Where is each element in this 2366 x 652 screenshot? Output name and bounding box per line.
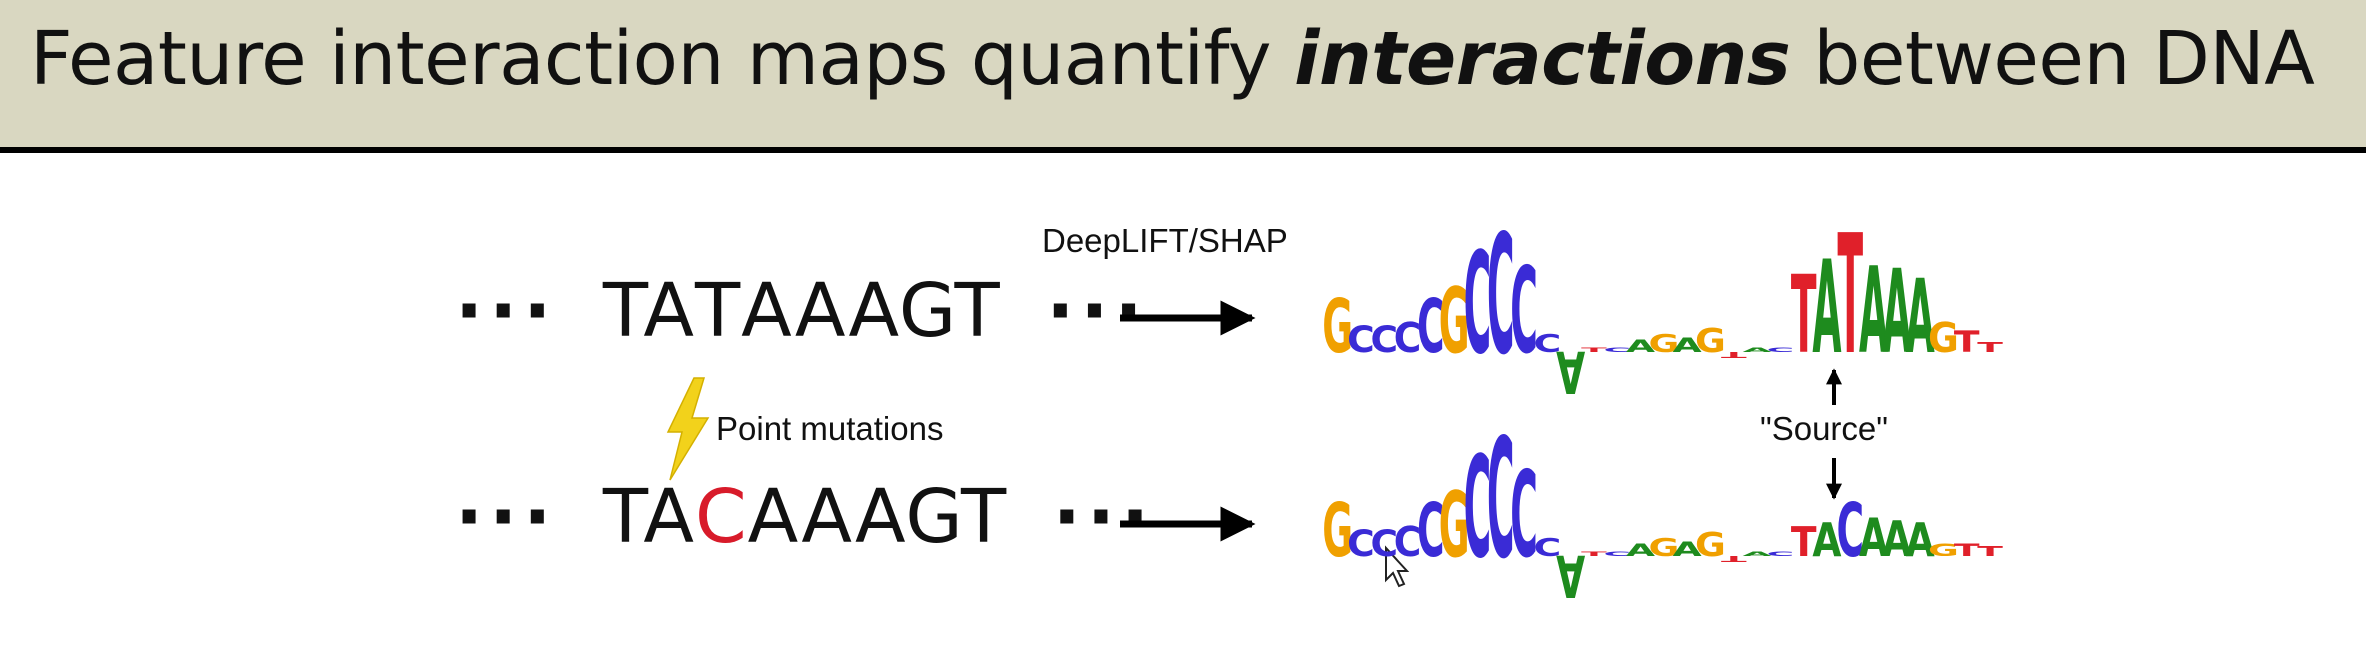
- logo-letter-T: T: [1837, 200, 1863, 392]
- logo-letter-T: T: [1791, 518, 1817, 566]
- method-label: DeepLIFT/SHAP: [1042, 222, 1288, 259]
- logo-letter-C: C: [1510, 447, 1538, 584]
- mutant-sequence: TACAAAGT: [603, 474, 1007, 560]
- logo-letter-C: C: [1417, 284, 1445, 370]
- logo-letter-C: C: [1370, 319, 1398, 361]
- logo-letter-C: C: [1534, 534, 1562, 562]
- sequence-start: TA: [602, 474, 695, 560]
- logo-letter-A: A: [1882, 511, 1911, 568]
- logo-letter-A: A: [1812, 513, 1842, 567]
- logo-letter-T: T: [1581, 550, 1607, 558]
- logo-letter-A: A: [1673, 538, 1703, 561]
- logo-letter-C: C: [1394, 314, 1422, 362]
- logo-letter-G: G: [1439, 474, 1470, 578]
- logo-letter-C: C: [1767, 550, 1795, 558]
- leading-ellipsis: ···: [455, 474, 558, 560]
- logo-letter-T: T: [1954, 325, 1980, 359]
- point-mutations-label: Point mutations: [716, 410, 944, 447]
- logo-letter-T: T: [1791, 253, 1817, 377]
- logo-letter-C: C: [1464, 428, 1492, 591]
- logo-letter-C: C: [1487, 200, 1515, 392]
- logo-letter-G: G: [1695, 526, 1726, 564]
- trailing-ellipsis: ···: [1046, 268, 1149, 354]
- logo-letter-A: A: [1626, 337, 1656, 356]
- logo-letter-C: C: [1464, 224, 1492, 387]
- logo-letter-C: C: [1394, 518, 1422, 566]
- logo-letter-C: C: [1836, 488, 1864, 574]
- logo-letter-C: C: [1603, 346, 1631, 354]
- title-text-start: Feature interaction maps quantify: [30, 16, 1295, 102]
- logo-letter-C: C: [1370, 523, 1398, 565]
- logo-letter-C: C: [1767, 346, 1795, 354]
- logo-letter-A: A: [1906, 259, 1935, 377]
- mouse-cursor-icon: [1385, 545, 1410, 588]
- logo-letter-G: G: [1695, 322, 1726, 360]
- sequence-end: AAAGT: [741, 268, 1001, 354]
- logo-letter-A: A: [1626, 541, 1656, 560]
- logo-letter-C: C: [1603, 550, 1631, 558]
- logo-letter-T: T: [1721, 554, 1747, 563]
- title-text-end: between DNA: [1790, 16, 2315, 102]
- sequence-logos: GCCCCGCCCCATCAGAGTACTATAAAGTTGCCCCGCCCCA…: [1322, 200, 2004, 608]
- logo-letter-A: A: [1743, 346, 1772, 354]
- logo-letter-T: T: [1954, 541, 1980, 560]
- logo-letter-A: A: [1556, 542, 1585, 608]
- logo-letter-A: A: [1882, 247, 1911, 380]
- logo-letter-A: A: [1859, 243, 1888, 380]
- logo-letter-A: A: [1906, 513, 1936, 567]
- logo-letter-G: G: [1322, 488, 1353, 574]
- logo-letter-A: A: [1556, 338, 1585, 404]
- reference-base: T: [694, 268, 742, 354]
- logo-letter-T: T: [1977, 340, 2004, 355]
- mutated-base: C: [694, 474, 748, 560]
- logo-letter-C: C: [1347, 319, 1375, 361]
- lightning-bolt-icon: [666, 377, 710, 481]
- slide-title: Feature interaction maps quantify intera…: [30, 16, 2315, 102]
- logo-letter-G: G: [1928, 541, 1959, 560]
- logo-letter-T: T: [1977, 544, 2004, 559]
- logo-letter-A: A: [1812, 234, 1841, 383]
- title-emphasis: interactions: [1294, 16, 1791, 102]
- logo-letter-G: G: [1648, 534, 1679, 562]
- logo-letter-T: T: [1581, 346, 1607, 354]
- reference-sequence-row: ··· TATAAAGT ···: [455, 268, 1149, 368]
- logo-letter-A: A: [1743, 550, 1772, 558]
- logo-letter-C: C: [1487, 404, 1515, 596]
- logo-letter-C: C: [1417, 488, 1445, 574]
- logo-letter-A: A: [1859, 508, 1889, 569]
- logo-letter-G: G: [1648, 330, 1679, 358]
- logo-letter-T: T: [1721, 350, 1747, 359]
- logo-letter-C: C: [1510, 243, 1538, 380]
- sequence-end: AAAGT: [747, 474, 1008, 560]
- sequence-start: TA: [602, 268, 695, 354]
- mutant-sequence-row: ··· TACAAAGT ···: [455, 474, 1155, 574]
- logo-letter-G: G: [1928, 314, 1959, 362]
- source-label: "Source": [1760, 410, 1888, 447]
- logo-letter-G: G: [1322, 284, 1353, 370]
- title-bar: Feature interaction maps quantify intera…: [0, 0, 2366, 153]
- logo-letter-C: C: [1534, 330, 1562, 358]
- logo-letter-A: A: [1673, 334, 1703, 357]
- logo-letter-G: G: [1439, 270, 1470, 374]
- reference-sequence: TATAAAGT: [603, 268, 1001, 354]
- leading-ellipsis: ···: [455, 268, 558, 354]
- trailing-ellipsis: ···: [1052, 474, 1156, 560]
- logo-letter-C: C: [1347, 523, 1375, 565]
